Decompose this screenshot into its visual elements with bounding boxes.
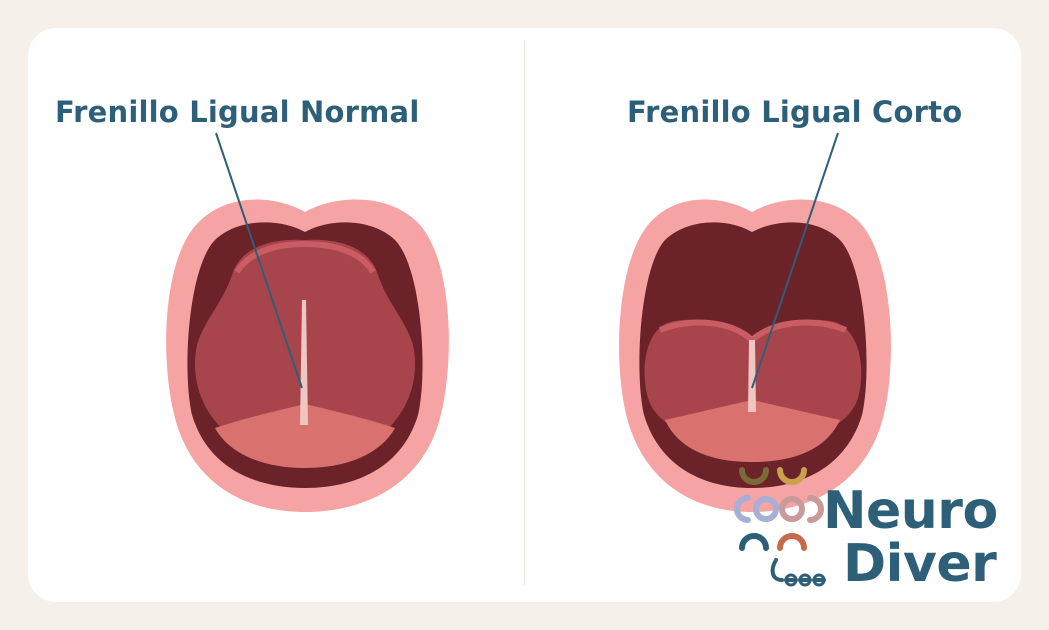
logo-ring-mauve (779, 496, 805, 522)
frenulum-short (748, 340, 756, 412)
tongue-underside-normal (215, 404, 395, 468)
logo-arc-gold (777, 467, 807, 485)
logo-chain (770, 558, 826, 582)
panel-divider (524, 40, 525, 585)
logo-chain-link-1 (784, 573, 798, 587)
pointer-line-short (751, 132, 839, 389)
label-short-frenulum: Frenillo Ligual Corto (627, 95, 963, 129)
logo-arc-olive (739, 467, 769, 485)
label-normal-frenulum: Frenillo Ligual Normal (55, 95, 420, 129)
tongue-edge-normal (234, 240, 376, 274)
logo-arc-teal (739, 533, 769, 551)
frenulum-normal (300, 300, 308, 425)
brand-wordmark: Neuro Diver (823, 485, 998, 591)
pointer-line-normal (215, 132, 303, 389)
mouth-normal (166, 132, 449, 512)
logo-arc-mauve (807, 495, 824, 523)
logo-arc-lavender (734, 495, 751, 523)
brand-line-1: Neuro (823, 481, 998, 541)
brand-line-2: Diver (843, 534, 997, 594)
logo-ring-lavender (753, 496, 779, 522)
logo-chain-link-3 (812, 573, 826, 587)
tongue-underside-short (665, 400, 840, 462)
logo-arc-terracotta (777, 533, 807, 551)
mouth-short (619, 132, 891, 512)
logo-chain-link-2 (798, 573, 812, 587)
neurodiver-logo-mark (734, 467, 826, 587)
